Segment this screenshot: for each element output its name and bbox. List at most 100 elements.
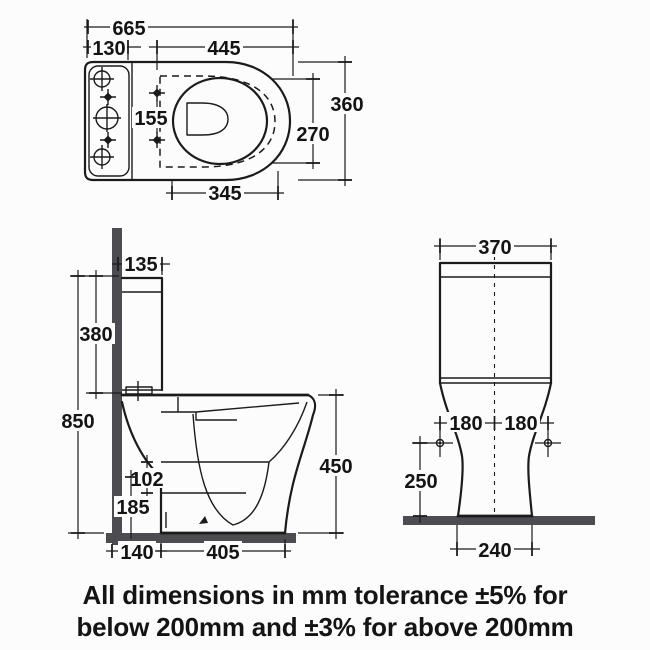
dim-label-bg [402, 470, 440, 491]
tolerance-note-line1: All dimensions in mm tolerance ±5% for [82, 580, 568, 610]
tolerance-note-line2: below 200mm and ±3% for above 200mm [76, 612, 574, 642]
dim-label-bg [110, 17, 148, 38]
side-view: 135 380 850 450 102 [59, 228, 355, 564]
dim-overall-height-value: 850 [61, 411, 94, 433]
dim-label-bg [77, 323, 115, 344]
dim-rim-height-value: 450 [319, 456, 352, 478]
dim-base-width-value: 240 [478, 540, 511, 562]
dim-label-bg [328, 93, 366, 114]
plan-fixing-crosshair-icons [90, 67, 121, 169]
dim-cistern-width-value: 370 [478, 237, 511, 259]
dim-cistern-depth: 130 [83, 37, 141, 60]
dim-label-bg [476, 539, 514, 560]
dim-overall-length: 665 [84, 17, 298, 76]
diamond-marker-arms [100, 89, 116, 148]
dim-label-bg [502, 412, 540, 432]
side-internal-detail [161, 397, 308, 528]
floor-section [106, 533, 296, 543]
dim-label-bg [122, 253, 160, 274]
dim-bowl-width-value: 270 [296, 124, 329, 146]
front-cistern-bottom-lines [440, 377, 551, 384]
dim-label-bg [476, 236, 514, 257]
dim-ticks [71, 275, 85, 534]
dim-base-depth-value: 405 [206, 542, 239, 564]
dim-base-depth: 405 [155, 539, 291, 564]
plan-bowl-rim [171, 76, 269, 166]
plan-cistern-outline [88, 65, 130, 177]
dim-ticks [89, 275, 103, 394]
top-view: 665 130 445 360 270 [83, 17, 366, 205]
dim-label-bg [447, 412, 485, 432]
dim-ticks [141, 461, 153, 494]
dim-overall-width-value: 360 [330, 94, 363, 116]
dim-ticks [413, 442, 427, 517]
side-front-profile [283, 393, 317, 535]
front-cistern-outline [438, 261, 553, 385]
dim-fixing-offset-right-value: 180 [504, 413, 537, 435]
dim-overall-height: 850 [59, 270, 97, 539]
dim-label-bg [114, 496, 152, 517]
diamond-marker-arms [149, 85, 165, 148]
dim-outlet-height: 185 [114, 470, 152, 539]
dim-line [298, 56, 352, 186]
wall-section [112, 228, 122, 545]
flow-arrow-icon [199, 516, 208, 524]
dim-wall-to-base-value: 140 [120, 542, 153, 564]
dim-ticks [87, 20, 294, 34]
plan-hinge-hole-markers [149, 85, 165, 148]
front-fixing-crosshair-icons [427, 429, 561, 457]
dim-seat-length-value: 445 [207, 38, 240, 60]
dim-bowl-length: 345 [166, 171, 284, 205]
dim-cistern-top-depth-value: 135 [124, 254, 157, 276]
crosshair-arms [90, 67, 121, 169]
dim-label-bg [294, 123, 332, 144]
dim-ticks [439, 239, 552, 253]
dim-fixing-height: 250 [402, 436, 440, 523]
front-pan-right-profile [527, 381, 553, 518]
floor-section-front [403, 516, 595, 525]
plan-water-area [186, 102, 229, 136]
dim-ticks [338, 61, 352, 181]
dim-ticks [306, 78, 320, 164]
dim-outlet-height-value: 185 [116, 497, 149, 519]
dim-ticks [329, 394, 343, 534]
dim-ticks [456, 542, 533, 556]
dim-cistern-top-depth: 135 [112, 253, 170, 276]
side-cistern-outline [120, 276, 164, 392]
dim-cistern-depth-value: 130 [92, 38, 125, 60]
dim-label-bg [91, 37, 127, 57]
dim-fixing-offset-left-value: 180 [449, 413, 482, 435]
crosshair-arms [427, 429, 561, 457]
dim-seat-fixing-centres: 155 [132, 100, 170, 133]
dim-ticks [117, 257, 163, 271]
dim-label-bg [59, 410, 97, 431]
dim-bowl-length-value: 345 [208, 183, 241, 205]
dim-label-bg [205, 37, 243, 57]
plan-seat-outline [159, 75, 276, 168]
dim-rim-height: 450 [298, 389, 355, 539]
tolerance-note: All dimensions in mm tolerance ±5% for b… [0, 579, 650, 643]
dim-seat-fixing-centres-value: 155 [134, 108, 167, 130]
dim-trap-centre-spacing: 102 [129, 455, 166, 499]
dim-fixing-offset-left: 180 [434, 412, 496, 435]
dim-label-bg [204, 541, 242, 562]
dim-bowl-width: 270 [272, 73, 332, 169]
dim-ticks [156, 40, 294, 54]
dim-overall-length-value: 665 [112, 18, 145, 40]
dim-label-bg [317, 455, 355, 476]
dim-ticks [87, 40, 129, 54]
dim-cistern-height-value: 380 [79, 324, 112, 346]
dim-overall-width: 360 [298, 56, 366, 186]
dim-label-bg [118, 541, 156, 562]
dim-cistern-height: 380 [77, 270, 115, 399]
dim-cistern-width: 370 [434, 236, 557, 260]
dim-label-bg [206, 182, 244, 203]
dim-label-bg [132, 107, 170, 128]
dim-base-width: 240 [450, 525, 540, 562]
dim-label-bg [129, 468, 166, 488]
dim-trap-centre-spacing-value: 102 [130, 469, 163, 491]
dim-seat-length: 445 [149, 37, 299, 70]
dim-fixing-height-value: 250 [404, 471, 437, 493]
